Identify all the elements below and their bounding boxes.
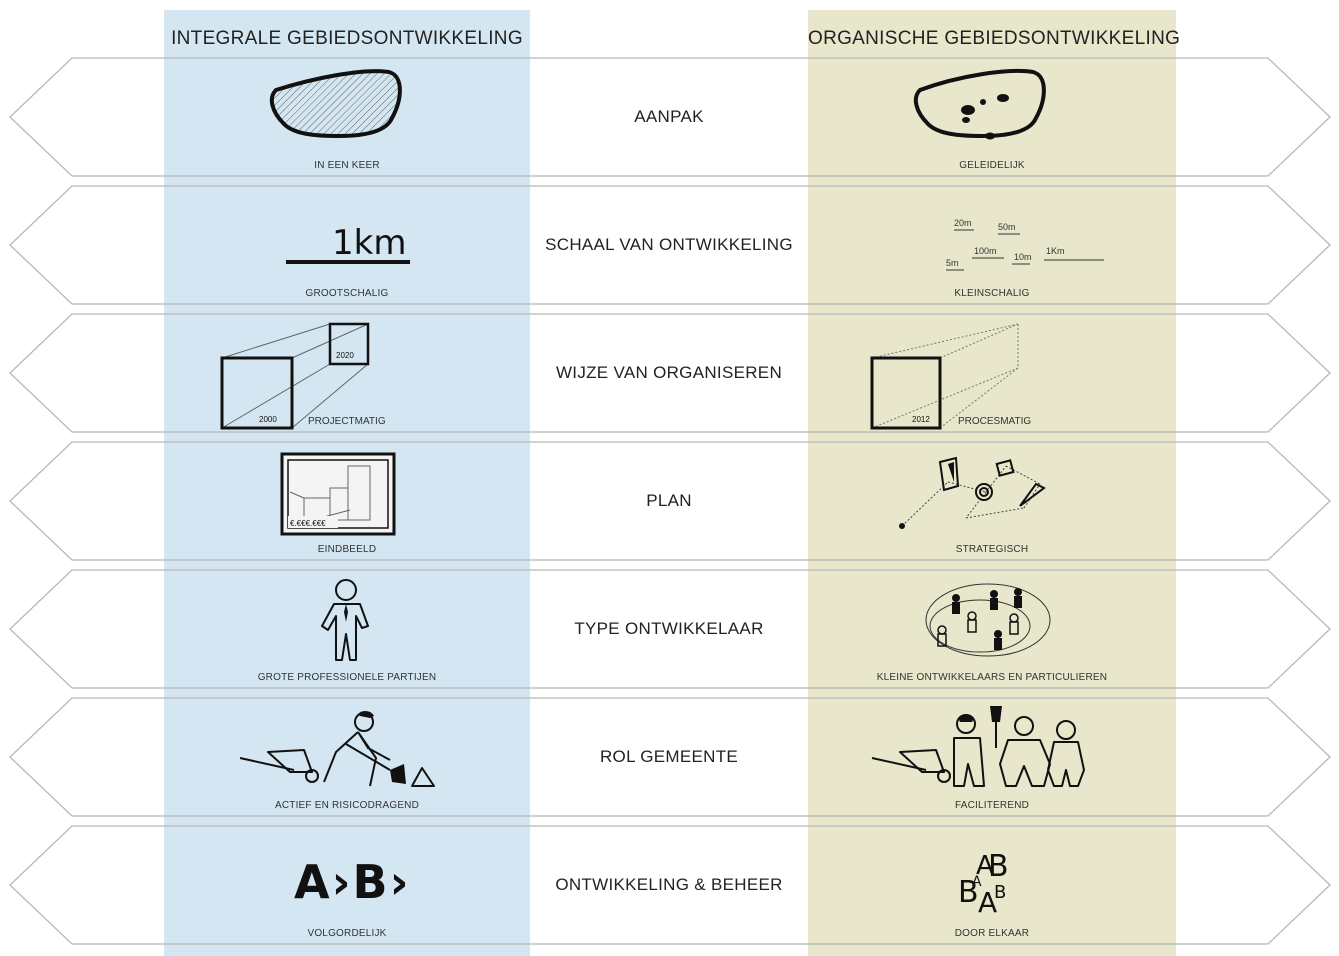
svg-text:50m: 50m bbox=[998, 222, 1016, 232]
row-plan: PLAN €.€€€.€€€ EINDBEELD bbox=[0, 442, 1339, 560]
row-label: PLAN bbox=[646, 491, 692, 510]
caption-left: GROOTSCHALIG bbox=[305, 288, 389, 299]
caption-right: DOOR ELKAAR bbox=[954, 928, 1030, 939]
svg-text:2012: 2012 bbox=[912, 415, 930, 424]
organic-column-title: ORGANISCHE GEBIEDSONTWIKKELING bbox=[808, 28, 1181, 49]
arrow-band-7 bbox=[9, 825, 1331, 945]
area-spots-icon bbox=[808, 60, 1176, 160]
svg-text:2020: 2020 bbox=[336, 351, 354, 360]
svg-text:A›B›: A›B› bbox=[294, 855, 411, 909]
row-rol-gemeente: ROL GEMEENTE ACTIEF EN RISICODRAGEND bbox=[0, 698, 1339, 816]
row-label: SCHAAL VAN ONTWIKKELING bbox=[545, 235, 793, 254]
row-label: WIJZE VAN ORGANISEREN bbox=[555, 363, 783, 382]
small-scales-icon: 20m 50m 100m 10m 5m 1Km bbox=[808, 188, 1176, 288]
caption-left: IN EEN KEER bbox=[314, 160, 380, 171]
process-timeline-icon: 2012 bbox=[808, 316, 1176, 430]
svg-text:€.€€€.€€€: €.€€€.€€€ bbox=[290, 519, 326, 528]
svg-text:A: A bbox=[978, 886, 997, 919]
row-ontwikkeling-beheer: ONTWIKKELING & BEHEER A›B› VOLGORDELIJK … bbox=[0, 826, 1339, 944]
row-label: AANPAK bbox=[634, 107, 704, 126]
caption-right: KLEINE ONTWIKKELAARS EN PARTICULIEREN bbox=[876, 672, 1108, 683]
caption-right: STRATEGISCH bbox=[955, 544, 1029, 555]
svg-text:5m: 5m bbox=[946, 258, 959, 268]
project-timeline-icon: 2000 2020 bbox=[164, 316, 530, 430]
row-label: ONTWIKKELING & BEHEER bbox=[555, 875, 783, 894]
svg-text:A: A bbox=[972, 874, 982, 890]
arrow-band-6 bbox=[9, 697, 1331, 817]
caption-left: GROTE PROFESSIONELE PARTIJEN bbox=[257, 672, 437, 683]
end-image-frame-icon: €.€€€.€€€ bbox=[164, 444, 530, 544]
facilitating-people-icon bbox=[808, 700, 1176, 800]
svg-text:2000: 2000 bbox=[259, 415, 277, 424]
svg-text:1Km: 1Km bbox=[1046, 246, 1065, 256]
crowd-of-developers-icon bbox=[808, 572, 1176, 672]
mixed-ab-icon: A B B A B A bbox=[808, 828, 1176, 928]
row-schaal: SCHAAL VAN ONTWIKKELING 1km GROOTSCHALIG… bbox=[0, 186, 1339, 304]
row-type-ontwikkelaar: TYPE ONTWIKKELAAR GROTE PROFESSIONELE PA… bbox=[0, 570, 1339, 688]
row-organiseren: WIJZE VAN ORGANISEREN 2000 2020 PROJECTM… bbox=[0, 314, 1339, 432]
scale-1km-text: 1km bbox=[332, 223, 406, 263]
caption-left: ACTIEF EN RISICODRAGEND bbox=[274, 800, 420, 811]
svg-text:100m: 100m bbox=[974, 246, 997, 256]
row-aanpak: AANPAK IN EEN KEER GELEIDELIJK bbox=[0, 58, 1339, 176]
caption-left: PROJECTMATIG bbox=[308, 416, 386, 427]
strategic-network-icon bbox=[808, 444, 1176, 544]
caption-right: GELEIDELIJK bbox=[959, 160, 1025, 171]
svg-text:B: B bbox=[988, 849, 1009, 884]
arrow-band-2 bbox=[9, 185, 1331, 305]
arrow-band-4 bbox=[9, 441, 1331, 561]
integral-column-title: INTEGRALE GEBIEDSONTWIKKELING bbox=[171, 28, 523, 49]
svg-text:10m: 10m bbox=[1014, 252, 1032, 262]
area-hatched-icon bbox=[164, 60, 530, 160]
caption-left: EINDBEELD bbox=[317, 544, 377, 555]
caption-right: KLEINSCHALIG bbox=[954, 288, 1030, 299]
caption-left: VOLGORDELIJK bbox=[307, 928, 387, 939]
digging-worker-icon bbox=[164, 700, 530, 800]
svg-text:20m: 20m bbox=[954, 218, 972, 228]
svg-text:A: A bbox=[976, 851, 994, 881]
arrow-band-3 bbox=[9, 313, 1331, 433]
caption-right: PROCESMATIG bbox=[958, 416, 1032, 427]
scale-bar-icon: 1km bbox=[164, 188, 530, 288]
svg-text:B: B bbox=[958, 875, 979, 910]
arrow-band-5 bbox=[9, 569, 1331, 689]
organic-column: ORGANISCHE GEBIEDSONTWIKKELING bbox=[808, 10, 1181, 956]
business-person-icon bbox=[164, 572, 530, 672]
row-label: ROL GEMEENTE bbox=[599, 747, 739, 766]
arrow-band-1 bbox=[9, 57, 1331, 177]
row-label: TYPE ONTWIKKELAAR bbox=[574, 619, 764, 638]
sequential-ab-icon: A›B› bbox=[164, 828, 530, 928]
caption-right: FACILITEREND bbox=[954, 800, 1030, 811]
svg-text:B: B bbox=[994, 882, 1006, 903]
